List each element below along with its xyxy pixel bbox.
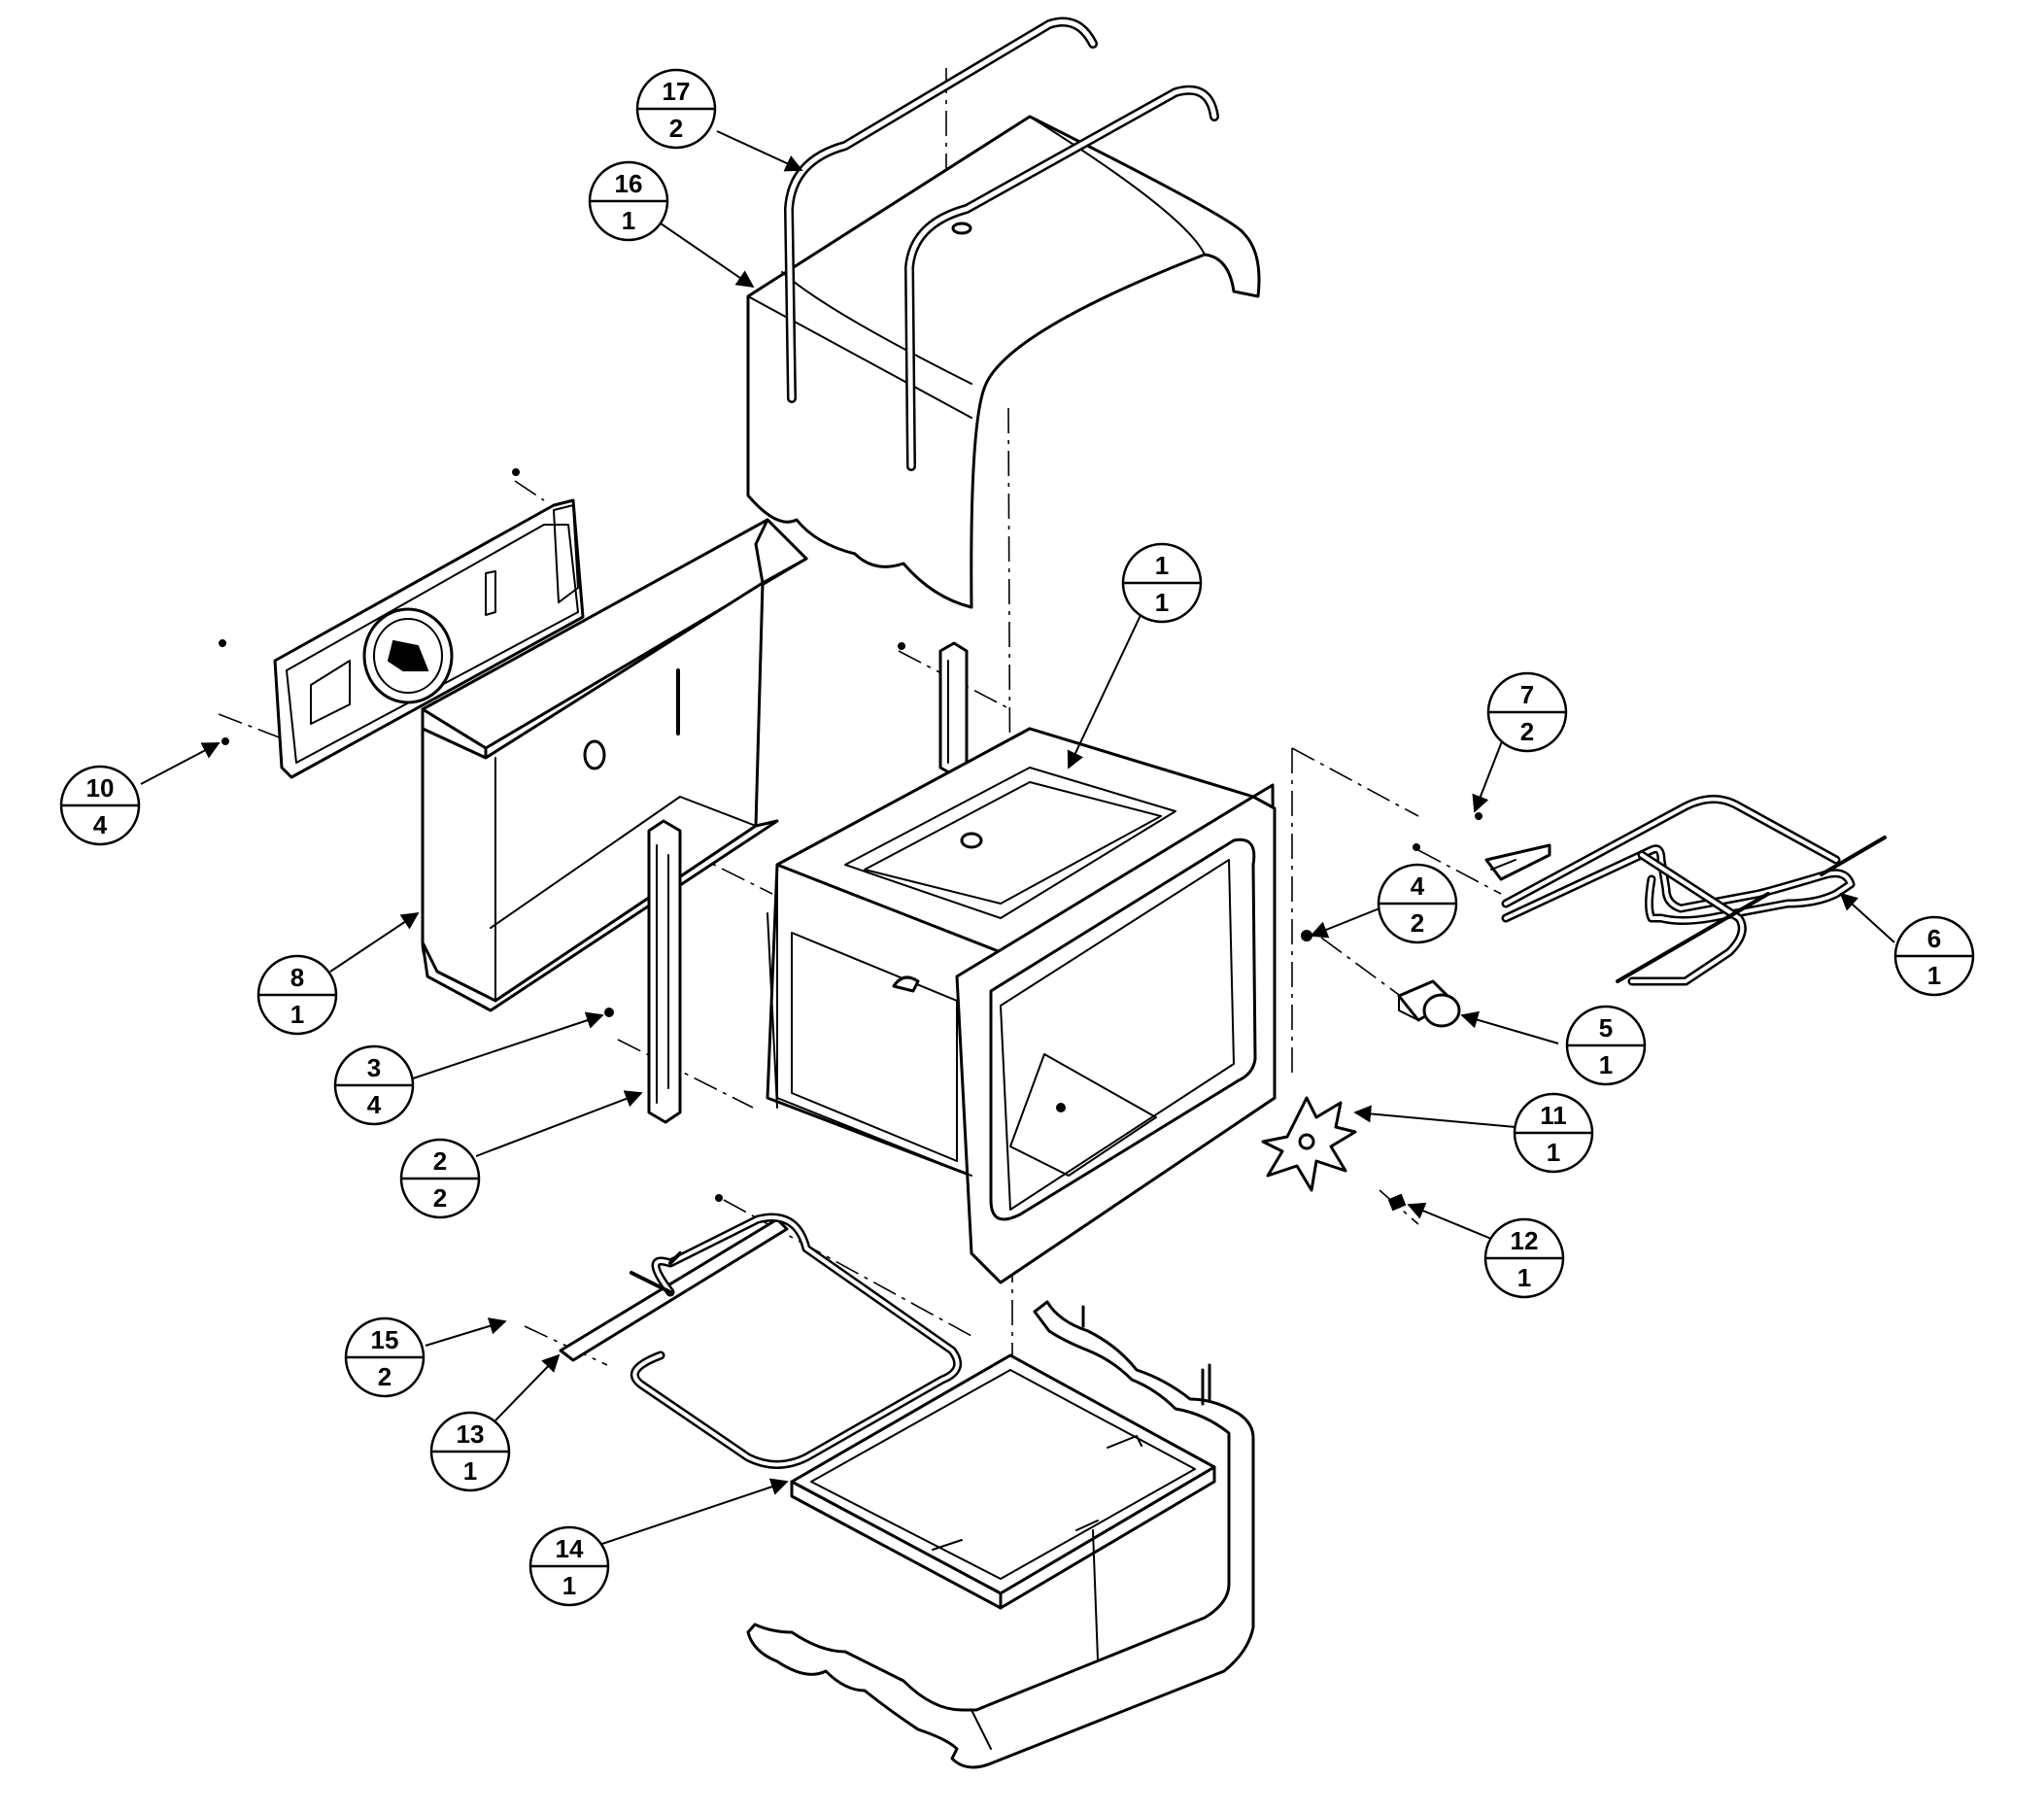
- leader-5: [1460, 1010, 1559, 1044]
- leader-17: [716, 130, 803, 172]
- callout-balloons: 17 2 16 1 1 1 7 2 4 2 5 1: [59, 68, 1975, 1607]
- callout-part-number: 2: [433, 1146, 447, 1176]
- callout-quantity: 2: [433, 1183, 447, 1213]
- callout-quantity: 1: [1599, 1050, 1613, 1079]
- callout-1: 1 1: [1121, 542, 1203, 624]
- callout-7: 7 2: [1486, 671, 1568, 753]
- callout-part-number: 11: [1540, 1101, 1567, 1130]
- oven-cavity: [766, 727, 1277, 1284]
- callout-part-number: 17: [663, 77, 691, 106]
- callout-quantity: 2: [669, 114, 683, 143]
- callout-quantity: 2: [1411, 908, 1424, 938]
- leader-4: [1310, 907, 1380, 939]
- grill-element: [1413, 795, 1887, 986]
- callout-16: 16 1: [588, 160, 669, 242]
- callout-part-number: 8: [290, 963, 304, 992]
- callout-quantity: 4: [367, 1090, 382, 1119]
- callout-13: 13 1: [429, 1411, 511, 1492]
- leader-1: [1067, 592, 1152, 769]
- top-rail: [784, 17, 1219, 471]
- callout-14: 14 1: [528, 1525, 610, 1607]
- callout-6: 6 1: [1893, 915, 1975, 997]
- callout-part-number: 15: [371, 1325, 399, 1354]
- leader-13: [494, 1353, 561, 1421]
- callout-part-number: 10: [86, 773, 115, 803]
- callout-12: 12 1: [1483, 1217, 1565, 1299]
- callout-part-number: 7: [1520, 680, 1534, 709]
- callout-quantity: 2: [378, 1362, 392, 1391]
- callout-part-number: 4: [1411, 872, 1425, 901]
- leader-12: [1407, 1202, 1492, 1240]
- callout-15: 15 2: [344, 1316, 426, 1398]
- callout-17: 17 2: [635, 68, 717, 150]
- callout-quantity: 1: [1517, 1263, 1531, 1292]
- callout-3: 3 4: [333, 1044, 415, 1126]
- callout-quantity: 2: [1520, 717, 1534, 746]
- callout-part-number: 1: [1155, 551, 1169, 580]
- outer-wrapper: [421, 518, 808, 1012]
- side-runner: [604, 641, 969, 1124]
- callout-part-number: 5: [1599, 1013, 1613, 1043]
- leader-6: [1839, 892, 1895, 943]
- leader-15: [425, 1317, 507, 1347]
- callout-10: 10 4: [59, 765, 141, 846]
- leader-2: [475, 1090, 643, 1157]
- lamp-holder: [1301, 930, 1461, 1028]
- callout-quantity: 4: [93, 810, 108, 839]
- bottom-cover: [746, 1300, 1255, 1769]
- callout-part-number: 13: [457, 1419, 485, 1449]
- fan-blade: [1261, 1096, 1407, 1212]
- leader-3: [412, 1011, 604, 1079]
- leader-14: [590, 1478, 789, 1549]
- callout-5: 5 1: [1565, 1005, 1647, 1086]
- callout-quantity: 1: [1155, 588, 1169, 617]
- callout-quantity: 1: [562, 1571, 576, 1600]
- bottom-element: [559, 1194, 963, 1469]
- callout-quantity: 1: [290, 1000, 304, 1029]
- leader-16: [660, 222, 755, 289]
- leader-8: [329, 912, 420, 973]
- leader-lines: [140, 130, 1895, 1549]
- callout-8: 8 1: [256, 954, 338, 1036]
- callout-part-number: 12: [1511, 1226, 1539, 1255]
- callout-part-number: 14: [556, 1534, 584, 1563]
- callout-quantity: 1: [463, 1456, 477, 1486]
- callout-2: 2 2: [399, 1138, 481, 1219]
- rear-fan-panel: [219, 468, 585, 779]
- leader-11: [1353, 1105, 1516, 1128]
- callout-quantity: 1: [622, 206, 635, 235]
- bottom-tray: [790, 1353, 1216, 1610]
- callout-part-number: 3: [367, 1053, 381, 1082]
- callout-quantity: 1: [1547, 1138, 1560, 1167]
- callout-4: 4 2: [1377, 863, 1458, 944]
- callout-quantity: 1: [1927, 961, 1941, 990]
- callout-part-number: 16: [615, 169, 643, 198]
- callout-part-number: 6: [1927, 924, 1941, 953]
- leader-10: [140, 742, 221, 785]
- callout-11: 11 1: [1513, 1092, 1594, 1174]
